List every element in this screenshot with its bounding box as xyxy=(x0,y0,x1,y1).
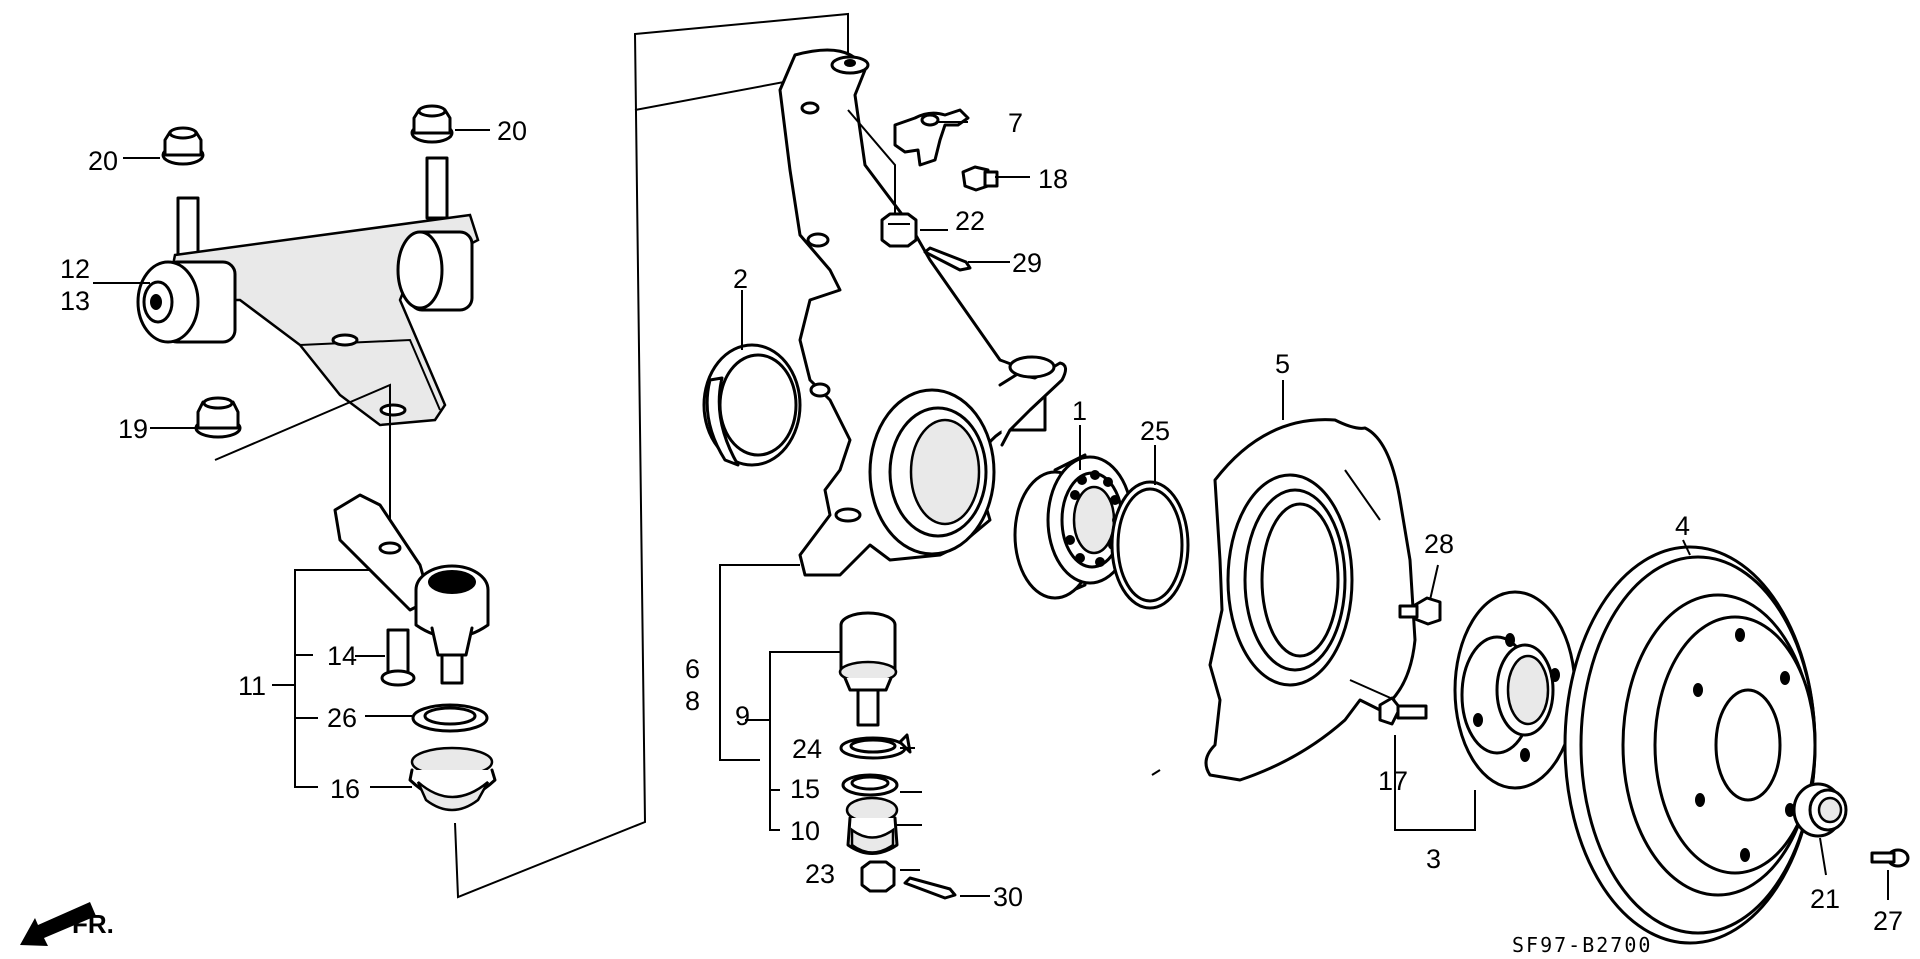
callout-17: 17 xyxy=(1378,766,1408,796)
callout-12: 12 xyxy=(60,254,90,284)
callout-18: 18 xyxy=(1038,164,1068,194)
cotter-pin-30 xyxy=(903,876,957,900)
bolt-28 xyxy=(1398,596,1442,626)
cotter-pin-29 xyxy=(923,246,972,272)
callout-6: 6 xyxy=(685,654,700,684)
snap-ring-24 xyxy=(839,733,912,760)
callout-5: 5 xyxy=(1275,349,1290,379)
callout-19: 19 xyxy=(118,414,148,444)
brake-hose-bracket xyxy=(893,108,970,167)
drawing-code: SF97-B2700 xyxy=(1512,933,1652,957)
callout-8: 8 xyxy=(685,686,700,716)
ring-26 xyxy=(411,703,489,733)
callout-27: 27 xyxy=(1873,906,1903,936)
callout-29: 29 xyxy=(1012,248,1042,278)
lower-arm-assembly xyxy=(136,104,497,812)
callouts: 1 2 3 4 5 6 7 8 9 10 11 12 13 14 15 16 1… xyxy=(60,108,1903,936)
splash-guard xyxy=(1204,418,1417,782)
bolt-14 xyxy=(380,628,416,687)
bushing-front xyxy=(136,260,237,344)
bolt-18 xyxy=(961,165,999,192)
callout-2: 2 xyxy=(733,264,748,294)
callout-9: 9 xyxy=(735,701,750,731)
callout-22: 22 xyxy=(955,206,985,236)
ring-15 xyxy=(841,773,899,797)
flange-nut-left xyxy=(161,126,205,166)
callout-28: 28 xyxy=(1424,529,1454,559)
bushing-rear xyxy=(396,230,474,312)
callout-15: 15 xyxy=(790,774,820,804)
upper-ball-joint xyxy=(838,611,898,727)
callout-23: 23 xyxy=(805,859,835,889)
bolt-17 xyxy=(1378,696,1428,726)
flange-nut-19 xyxy=(194,396,242,439)
callout-30: 30 xyxy=(993,882,1023,912)
stud-right xyxy=(425,156,449,220)
lower-ball-joint xyxy=(333,493,490,685)
castle-nut-23 xyxy=(860,860,896,893)
callout-13: 13 xyxy=(60,286,90,316)
callout-25: 25 xyxy=(1140,416,1170,446)
callout-10: 10 xyxy=(790,816,820,846)
boot-10 xyxy=(845,796,899,855)
stud-left xyxy=(176,196,200,258)
callout-11: 11 xyxy=(238,671,266,701)
fr-label: FR. xyxy=(72,909,114,939)
callout-7: 7 xyxy=(1008,108,1023,138)
callout-20-left: 20 xyxy=(88,146,118,176)
callout-26: 26 xyxy=(327,703,357,733)
callout-14: 14 xyxy=(327,641,357,671)
callout-21: 21 xyxy=(1810,884,1840,914)
callout-20-right: 20 xyxy=(497,116,527,146)
snap-ring-25 xyxy=(1110,480,1190,610)
brake-disc xyxy=(1563,545,1817,945)
callout-4: 4 xyxy=(1675,511,1690,541)
castle-nut-22 xyxy=(880,212,918,248)
ball-joint-leader xyxy=(454,12,849,899)
hub xyxy=(1453,590,1577,790)
wheel-bearing xyxy=(1013,453,1134,600)
callout-1: 1 xyxy=(1072,396,1087,426)
callout-3: 3 xyxy=(1426,844,1441,874)
knuckle-assembly xyxy=(778,48,1067,577)
callout-16: 16 xyxy=(330,774,360,804)
screw-27 xyxy=(1870,848,1910,868)
front-direction-arrow: FR. xyxy=(20,902,114,946)
callout-24: 24 xyxy=(792,734,822,764)
dust-seal xyxy=(702,343,802,467)
flange-nut-right xyxy=(410,104,454,144)
spindle-nut-21 xyxy=(1792,782,1848,838)
boot-16 xyxy=(408,746,497,812)
